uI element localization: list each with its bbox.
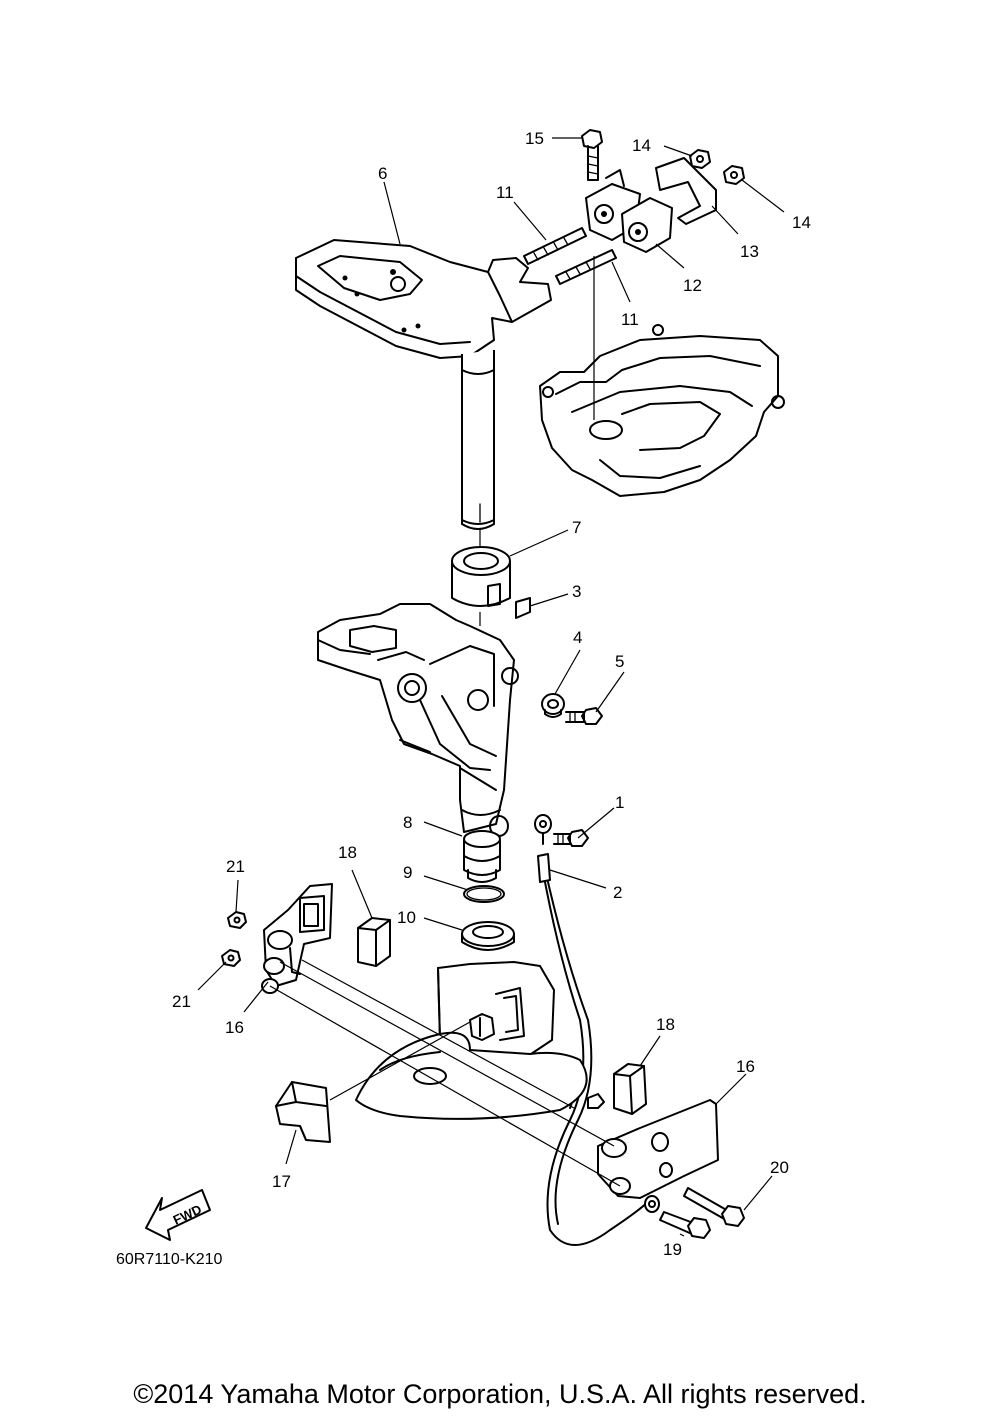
upper-casing-part xyxy=(539,324,785,497)
callout-21-lower: 21 xyxy=(172,992,191,1011)
callout-2: 2 xyxy=(613,883,622,902)
callout-11-upper: 11 xyxy=(496,183,514,202)
oil-seal-part[interactable] xyxy=(461,921,515,951)
callout-12: 12 xyxy=(683,276,702,295)
bolt-part-swivel[interactable] xyxy=(565,707,603,725)
callout-13: 13 xyxy=(740,242,759,261)
nut-part-left[interactable] xyxy=(689,149,711,169)
screw-part[interactable] xyxy=(553,829,589,847)
callout-5: 5 xyxy=(615,652,624,671)
steering-bracket-part[interactable] xyxy=(295,239,552,530)
callout-1: 1 xyxy=(615,793,624,812)
callout-3: 3 xyxy=(572,582,581,601)
rubber-block-lower[interactable] xyxy=(613,1063,647,1115)
callout-14-left: 14 xyxy=(632,136,651,155)
callout-20: 20 xyxy=(770,1158,789,1177)
ground-lead-part[interactable] xyxy=(534,814,660,1246)
mount-plate-part[interactable] xyxy=(655,157,717,225)
callout-10: 10 xyxy=(397,908,416,927)
bolt-part-19[interactable] xyxy=(659,1211,711,1239)
drawing-code: 60R7110-K210 xyxy=(116,1251,223,1268)
callout-11-lower: 11 xyxy=(621,310,639,329)
bushing-part[interactable] xyxy=(451,546,511,607)
copyright-notice: ©2014 Yamaha Motor Corporation, U.S.A. A… xyxy=(133,1379,867,1409)
damper-part[interactable] xyxy=(275,1081,331,1143)
tab-washer-part[interactable] xyxy=(515,597,531,619)
rubber-mount-part[interactable] xyxy=(585,169,673,253)
callout-14-right: 14 xyxy=(792,213,811,232)
bolt-part-top[interactable] xyxy=(581,129,603,181)
callout-6: 6 xyxy=(378,164,387,183)
callout-21-upper: 21 xyxy=(226,857,245,876)
lower-bushing-part[interactable] xyxy=(463,830,501,883)
clamp-bracket-right[interactable] xyxy=(597,1099,719,1199)
callouts: 1 2 3 4 5 6 7 8 9 10 11 11 12 xyxy=(172,129,811,1259)
o-ring-part[interactable] xyxy=(463,885,505,903)
stud-bolt-upper[interactable] xyxy=(523,227,587,265)
callout-17: 17 xyxy=(272,1172,291,1191)
callout-18-lower: 18 xyxy=(656,1015,675,1034)
clamp-bracket-left[interactable] xyxy=(261,883,333,994)
callout-16-left: 16 xyxy=(225,1018,244,1037)
callout-8: 8 xyxy=(403,813,412,832)
callout-7: 7 xyxy=(572,518,581,537)
nut-part-right[interactable] xyxy=(723,165,745,185)
rubber-block-upper[interactable] xyxy=(357,917,391,967)
callout-16-right: 16 xyxy=(736,1057,755,1076)
lower-screw-part[interactable] xyxy=(587,1093,605,1109)
callout-18-upper: 18 xyxy=(338,843,357,862)
callout-19: 19 xyxy=(663,1240,682,1259)
lower-mount-part xyxy=(355,961,588,1120)
callout-9: 9 xyxy=(403,863,412,882)
bushing-small-part[interactable] xyxy=(541,693,565,718)
fwd-arrow-icon: FWD xyxy=(145,1189,211,1241)
swivel-bracket-part xyxy=(317,603,519,837)
bolt-part-20[interactable] xyxy=(683,1187,745,1227)
nut-part-21-upper[interactable] xyxy=(227,911,247,929)
callout-4: 4 xyxy=(573,628,582,647)
callout-15: 15 xyxy=(525,129,544,148)
stud-bolt-lower[interactable] xyxy=(555,249,617,285)
